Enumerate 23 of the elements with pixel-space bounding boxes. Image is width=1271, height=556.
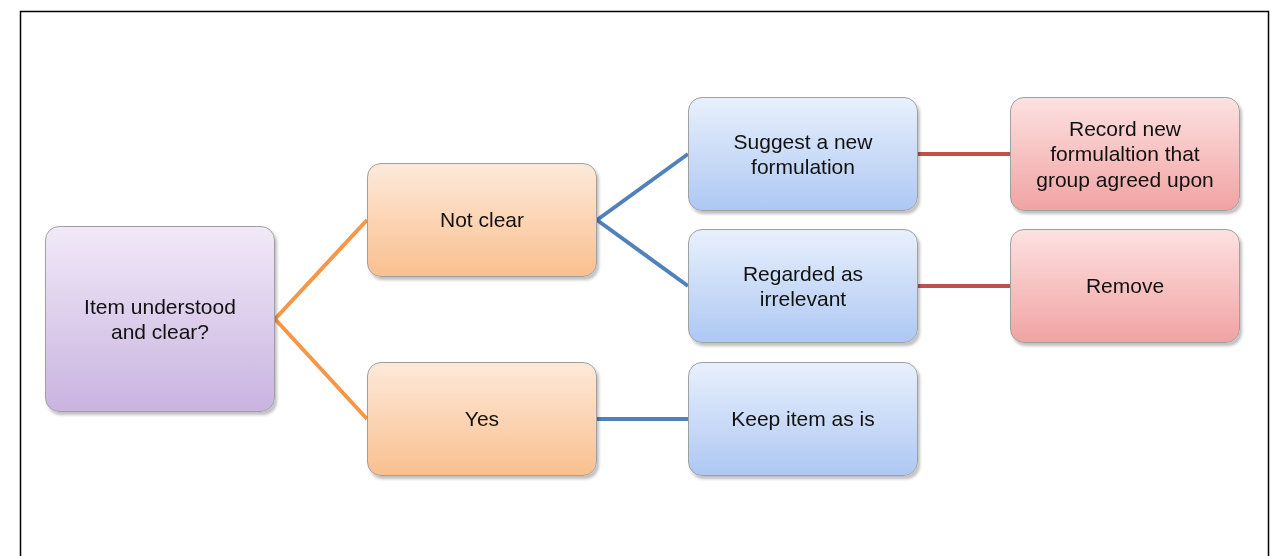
process-box [367,163,597,277]
process-box [1010,97,1240,211]
process-box [1010,229,1240,343]
box-label: Yes [463,406,501,432]
connector-line [595,218,690,288]
box-label: Keep item as is [730,406,876,432]
connector-line [918,284,1010,288]
connector-line [595,152,690,222]
process-box [688,229,918,343]
box-label: Suggest a new formulation [732,128,874,180]
box-label: Regarded as irrelevant [741,260,865,312]
box-label: Item understood and clear? [83,293,237,345]
process-box [45,226,275,412]
process-box [367,362,597,476]
box-label: Not clear [439,207,525,233]
box-label: Record new formulaltion that group agreed upon [1035,116,1215,192]
connector-line [273,317,369,421]
process-box [688,362,918,476]
box-label: Remove [1084,273,1166,299]
connector-line [273,218,369,321]
process-box [688,97,918,211]
connector-line [918,152,1010,156]
connector-line [597,417,688,421]
